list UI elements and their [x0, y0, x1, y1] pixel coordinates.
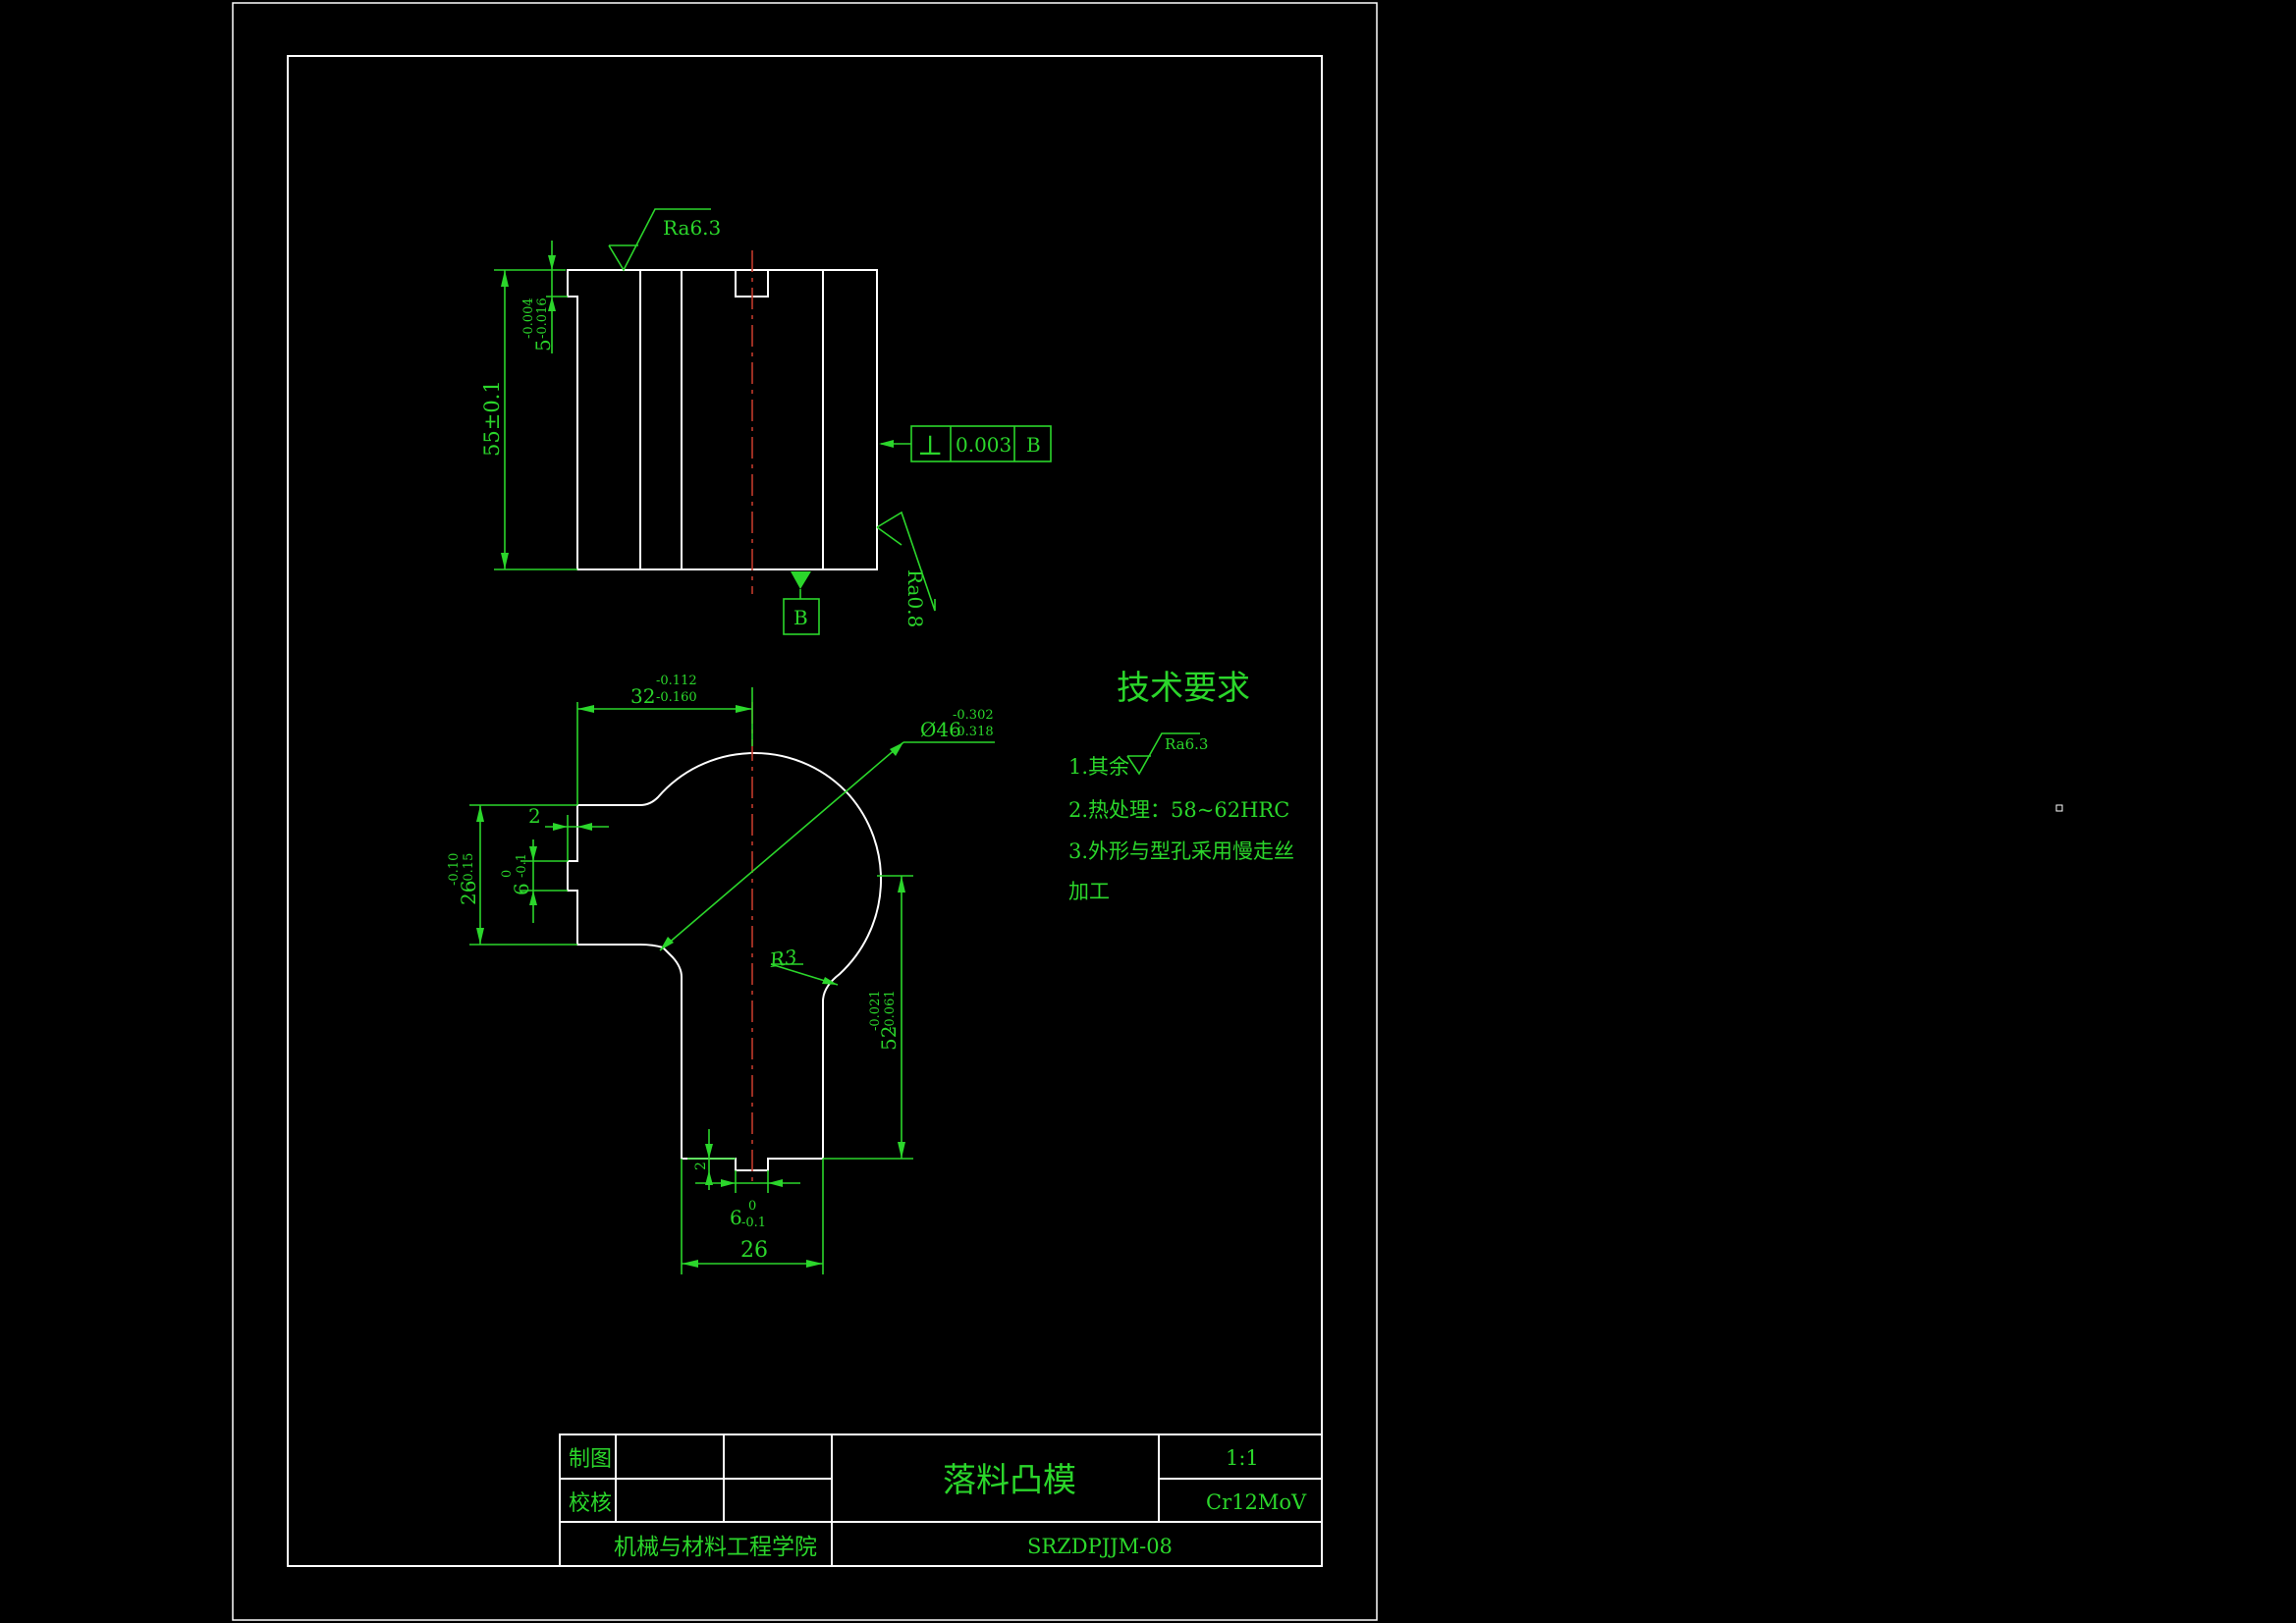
notch-6-tol-lower: -0.1 [515, 853, 529, 878]
drawn-label: 制图 [569, 1447, 612, 1472]
perpendicularity-symbol: ⊥ [917, 429, 943, 461]
perpendicularity-value: 0.003 [956, 433, 1011, 457]
bottom-notch-6-dim: 6 [730, 1206, 742, 1229]
slot-5-dim: 5 [531, 339, 555, 352]
punch-profile [567, 751, 883, 1171]
material-value: Cr12MoV [1206, 1490, 1307, 1514]
tech-item-1-roughness: Ra6.3 [1165, 735, 1208, 753]
roughness-symbol-top [608, 208, 711, 272]
height-26-tol-upper: -0.10 [447, 853, 462, 886]
height-52-tol-upper: -0.021 [868, 990, 883, 1031]
outer-border [232, 2, 1378, 1621]
height-52-tol-lower: -0.061 [883, 990, 898, 1031]
width-32-tol-upper: -0.112 [656, 674, 697, 688]
tech-title: 技术要求 [1117, 669, 1250, 708]
drawing-number: SRZDPJJM-08 [1027, 1535, 1173, 1558]
dia-46-tol-upper: -0.302 [953, 708, 994, 723]
front-view: 32 -0.112 -0.160 Ø46 -0.302 -0.318 26 -0… [447, 674, 995, 1274]
roughness-symbol-general [1126, 732, 1200, 776]
school-name: 机械与材料工程学院 [614, 1535, 817, 1560]
slot-5-tol-upper: -0.004 [521, 298, 536, 339]
notch-depth-2-dim: 2 [528, 804, 541, 828]
bottom-width-26-dim: 26 [740, 1238, 768, 1263]
tech-item-2: 2.热处理：58~62HRC [1068, 798, 1289, 822]
datum-b-box [783, 598, 820, 635]
height-52-dim: 52 [877, 1026, 901, 1051]
scale-value: 1:1 [1226, 1446, 1259, 1470]
notch-6-dim: 6 [510, 883, 533, 895]
top-view: Ra6.3 55±0.1 5 -0.004 -0.016 ⊥ 0.003 B R… [480, 208, 1052, 635]
tech-item-3-line1: 3.外形与型孔采用慢走丝 [1068, 839, 1294, 863]
roughness-top-label: Ra6.3 [663, 216, 721, 240]
roughness-symbol-side [876, 511, 936, 612]
width-32-tol-lower: -0.160 [656, 690, 697, 705]
bottom-notch-6-tol-upper: 0 [748, 1199, 756, 1214]
notch-6-tol-upper: 0 [500, 870, 515, 878]
bottom-notch-6-tol-lower: -0.1 [741, 1216, 766, 1230]
height-26-dim: 26 [457, 881, 480, 905]
datum-b-label: B [793, 606, 808, 629]
title-block: 制图 校核 落料凸模 1:1 Cr12MoV 机械与材料工程学院 SRZDPJJ… [559, 1434, 1323, 1567]
dia-46-dim: Ø46 [920, 718, 961, 741]
roughness-side-label: Ra0.8 [903, 569, 927, 627]
tech-requirements: 技术要求 1.其余 Ra6.3 2.热处理：58~62HRC 3.外形与型孔采用… [1068, 669, 1294, 903]
tech-item-1: 1.其余 [1068, 755, 1129, 779]
dia-46-tol-lower: -0.318 [953, 725, 994, 739]
height-26-tol-lower: -0.15 [462, 853, 476, 886]
checked-label: 校核 [569, 1491, 612, 1516]
perpendicularity-frame [910, 425, 1052, 462]
tech-item-3-line2: 加工 [1068, 880, 1110, 903]
stray-marker [2055, 804, 2063, 812]
height-55-dim: 55±0.1 [480, 380, 504, 457]
perpendicularity-datum: B [1026, 433, 1041, 457]
radius-r3-label: R3 [767, 945, 798, 972]
slot-5-tol-lower: -0.016 [535, 298, 550, 339]
bottom-notch-depth-dim: 2 [693, 1162, 709, 1170]
part-name: 落料凸模 [943, 1461, 1076, 1500]
width-32-dim: 32 [630, 684, 655, 708]
